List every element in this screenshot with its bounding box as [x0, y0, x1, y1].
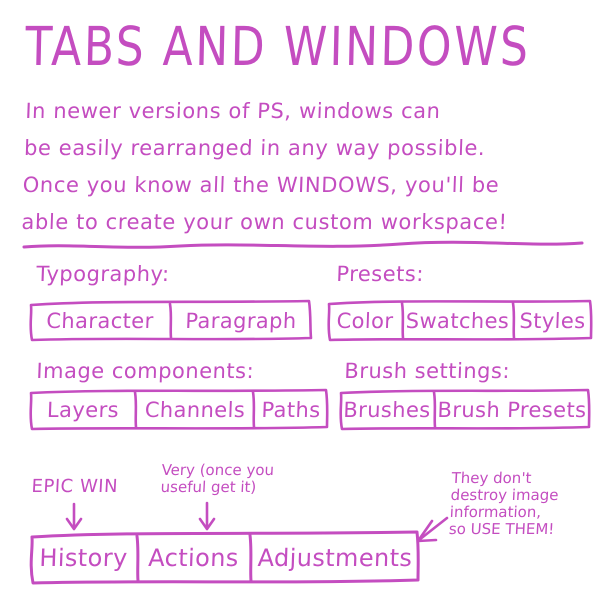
- tab-channels[interactable]: Channels: [144, 398, 246, 422]
- page-title: TABS AND WINDOWS: [24, 16, 532, 79]
- intro-line-4: able to create your own custom workspace…: [21, 210, 508, 234]
- annotation-note-line-2: destroy image: [450, 486, 559, 504]
- tab-paths[interactable]: Paths: [261, 398, 321, 422]
- intro-paragraph: In newer versions of PS, windows can be …: [21, 93, 582, 241]
- section-label-brush-settings: Brush settings:: [344, 359, 511, 383]
- tab-group-typography: Character Paragraph: [30, 302, 312, 340]
- tab-adjustments[interactable]: Adjustments: [257, 544, 413, 572]
- tab-layers[interactable]: Layers: [46, 398, 120, 422]
- tab-color[interactable]: Color: [336, 309, 394, 333]
- tab-group-image-components: Layers Channels Paths: [30, 391, 328, 429]
- tab-brush-presets[interactable]: Brush Presets: [437, 398, 587, 422]
- annotation-epic-win-line-1: EPIC WIN: [31, 476, 119, 497]
- tab-group-brush-settings: Brushes Brush Presets: [340, 391, 590, 429]
- tab-group-presets: Color Swatches Styles: [328, 302, 592, 340]
- annotation-very-useful-line-1: Very (once you: [161, 461, 275, 479]
- annotation-very-useful-line-2: useful get it): [160, 478, 257, 496]
- intro-line-1: In newer versions of PS, windows can: [24, 99, 442, 123]
- arrow-down-epic-win: [65, 502, 83, 531]
- tab-group-bottom: History Actions Adjustments: [30, 534, 420, 582]
- tab-brushes[interactable]: Brushes: [342, 398, 432, 422]
- section-label-image-components: Image components:: [36, 359, 255, 383]
- intro-line-3: Once you know all the WINDOWS, you'll be: [22, 173, 500, 197]
- annotation-epic-win: EPIC WIN: [31, 476, 119, 497]
- tab-paragraph[interactable]: Paragraph: [184, 309, 297, 333]
- tab-history[interactable]: History: [38, 544, 129, 572]
- tab-swatches[interactable]: Swatches: [405, 309, 510, 333]
- tab-character[interactable]: Character: [45, 309, 155, 333]
- arrow-down-very-useful: [198, 501, 216, 531]
- annotation-non-destructive-note: They don't destroy image information, so…: [448, 469, 559, 538]
- annotation-very-useful: Very (once you useful get it): [160, 461, 275, 496]
- annotation-note-line-4: so USE THEM!: [448, 520, 555, 538]
- annotation-note-line-1: They don't: [451, 469, 532, 487]
- tab-styles[interactable]: Styles: [519, 309, 586, 333]
- annotation-note-line-3: information,: [449, 503, 542, 521]
- section-label-typography: Typography:: [36, 262, 170, 286]
- tab-actions[interactable]: Actions: [147, 544, 240, 572]
- arrow-diagonal-left: [416, 516, 449, 543]
- intro-line-2: be easily rearranged in any way possible…: [23, 136, 486, 160]
- section-label-presets: Presets:: [336, 262, 425, 286]
